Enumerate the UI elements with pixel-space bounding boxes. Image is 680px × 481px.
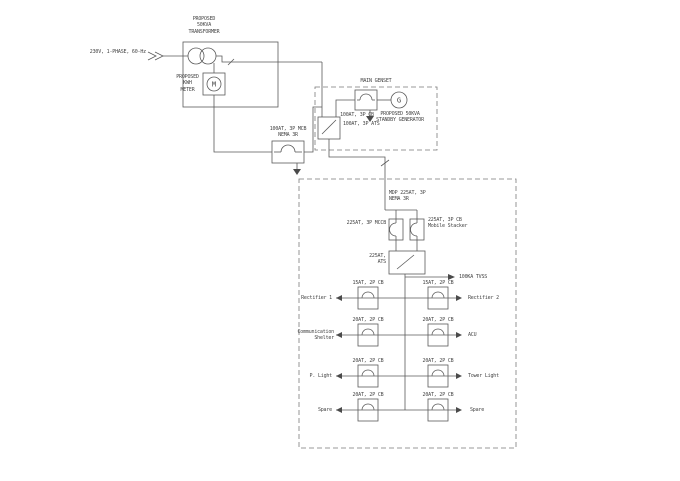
tvss-branch-wire bbox=[405, 274, 455, 280]
branch-load-label: P. Light bbox=[309, 373, 333, 379]
generator-cb-label: 100AT, 3P CB bbox=[340, 112, 374, 118]
branch-row-2 bbox=[336, 323, 462, 347]
branch-row-3 bbox=[336, 364, 462, 388]
generator-label: PROPOSED 50KVA STANDBY GENERATOR bbox=[376, 111, 424, 124]
mdp-alt-breaker-label: 225AT, 3P CB Mobile Stacker bbox=[428, 217, 468, 230]
service-mcb-symbol bbox=[271, 140, 305, 164]
generator-cb-symbol bbox=[354, 89, 378, 111]
branch-row-1 bbox=[336, 286, 462, 310]
branch-row-4 bbox=[336, 398, 462, 422]
service-entrance-arrow-icon bbox=[147, 51, 188, 61]
genset-box-label: MAIN GENSET bbox=[360, 78, 392, 84]
branch-breaker-label: 20AT, 2P CB bbox=[352, 392, 384, 398]
ats1-label: 100AT, 3P ATS bbox=[343, 121, 380, 127]
ats1-symbol bbox=[317, 116, 341, 140]
branch-load-label: Rectifier 2 bbox=[468, 295, 499, 301]
branch-load-label: Tower Light bbox=[468, 373, 499, 379]
ats2-symbol bbox=[388, 250, 426, 275]
meter-letter: M bbox=[212, 81, 216, 89]
branch-breaker-label: 20AT, 2P CB bbox=[352, 317, 384, 323]
mdp-main-breaker-label: 225AT, 3P MCCB bbox=[346, 220, 387, 226]
branch-load-label: Communication Shelter bbox=[297, 329, 334, 342]
branch-load-label: Spare bbox=[470, 407, 485, 413]
branch-breaker-label: 20AT, 2P CB bbox=[422, 358, 454, 364]
mdp-enclosure-box bbox=[298, 178, 517, 449]
mdp-panel-label: MDP 225AT, 3P NEMA 3R bbox=[389, 190, 426, 203]
mcb-to-ats-wire bbox=[304, 106, 322, 153]
generator-ground-icon bbox=[366, 110, 374, 122]
ats1-output-wire bbox=[328, 139, 386, 210]
genset-enclosure-box bbox=[314, 86, 438, 151]
kwh-meter-label: PROPOSED KWH METER bbox=[176, 74, 199, 93]
branch-load-label: ACU bbox=[468, 332, 477, 338]
service-mcb-label: 100AT, 3P MCB NEMA 3R bbox=[269, 126, 307, 139]
transformer-secondary-wire bbox=[213, 55, 322, 73]
mdp-alt-breaker-symbol bbox=[409, 218, 425, 241]
branch-load-label: Spare bbox=[317, 407, 332, 413]
branch-breaker-label: 20AT, 2P CB bbox=[422, 392, 454, 398]
branch-breaker-label: 20AT, 2P CB bbox=[352, 358, 384, 364]
branch-breaker-label: 15AT, 2P CB bbox=[352, 280, 384, 286]
ats2-label: 225AT, ATS bbox=[369, 253, 386, 266]
tvss-label: 100KA TVSS bbox=[459, 274, 488, 280]
transformer-symbol bbox=[187, 47, 217, 65]
mdp-main-breaker-symbol bbox=[388, 218, 404, 241]
branch-breaker-label: 20AT, 2P CB bbox=[422, 317, 454, 323]
feeder-slash-mark bbox=[380, 159, 390, 167]
cb-to-ats-wire bbox=[335, 99, 355, 117]
branch-breaker-label: 15AT, 2P CB bbox=[422, 280, 454, 286]
meter-to-mcb-wire bbox=[213, 95, 272, 153]
service-ground-icon bbox=[293, 163, 301, 175]
transformer-label: PROPOSED 50KVA TRANSFORMER bbox=[188, 16, 220, 35]
generator-letter: G bbox=[397, 97, 401, 105]
branch-load-label: Rectifier 1 bbox=[301, 295, 332, 301]
service-voltage-label: 230V, 1-PHASE, 60-Hz bbox=[89, 49, 146, 55]
transformer-enclosure-box bbox=[182, 41, 279, 108]
